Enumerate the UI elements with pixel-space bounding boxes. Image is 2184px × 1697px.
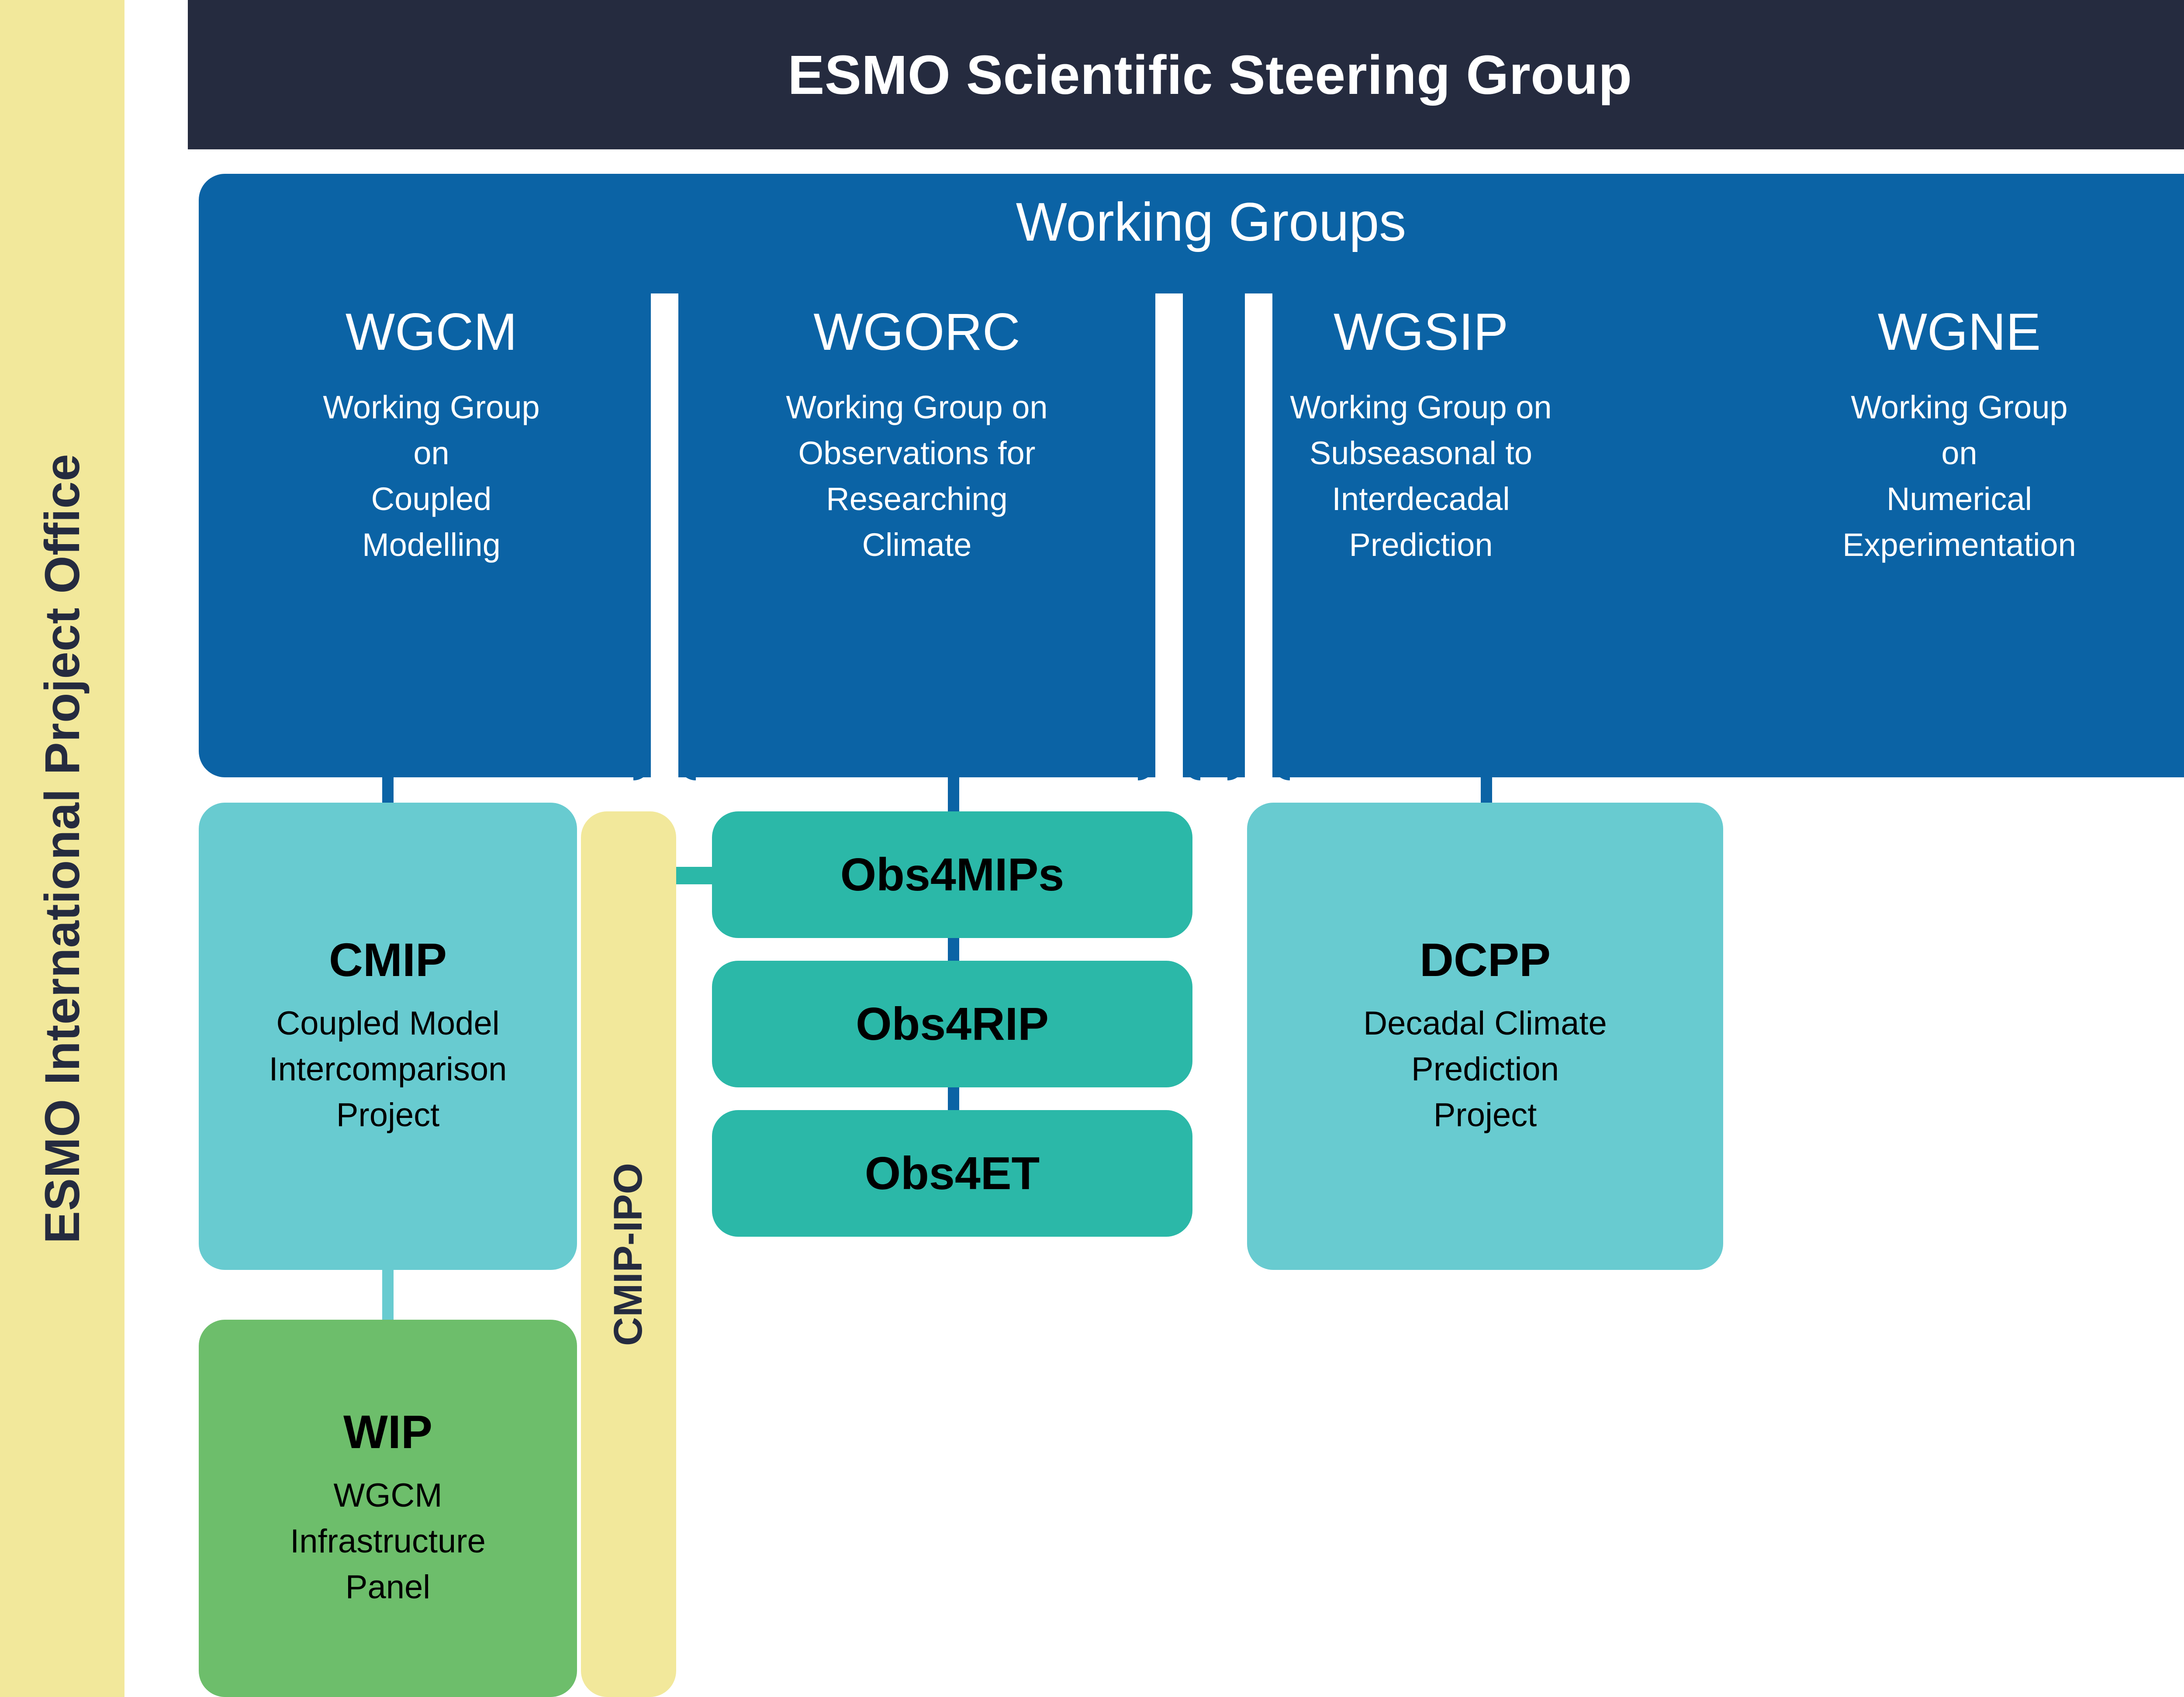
cmip-ipo-column[interactable]: CMIP-IPO [581, 811, 676, 1697]
wg-separator-1 [633, 293, 696, 780]
wg-separator-3 [1227, 293, 1290, 780]
wgsip-acronym: WGSIP [1333, 303, 1509, 361]
obs4rip-title: Obs4RIP [856, 998, 1049, 1050]
connector-cmipipo-to-obs4mips [673, 867, 716, 884]
project-box-obs4mips[interactable]: Obs4MIPs [712, 811, 1192, 938]
wgorc-acronym: WGORC [813, 303, 1020, 361]
obs4mips-title: Obs4MIPs [840, 848, 1064, 900]
wip-title: WIP [343, 1405, 432, 1459]
connector-obs4mips-to-obs4rip [948, 938, 959, 965]
dcpp-title: DCPP [1419, 933, 1551, 986]
wg-separator-2 [1138, 293, 1200, 780]
connector-wgorc-to-obs4mips [948, 773, 959, 817]
cmip-title: CMIP [329, 933, 447, 986]
connector-wgcm-to-cmip [382, 773, 394, 808]
project-box-obs4et[interactable]: Obs4ET [712, 1110, 1192, 1237]
connector-obs4rip-to-obs4et [948, 1087, 959, 1114]
cmip-ipo-label: CMIP-IPO [606, 1162, 651, 1346]
working-groups-title: Working Groups [1016, 192, 1406, 252]
connector-cmip-to-wip [382, 1266, 394, 1324]
wgcm-acronym: WGCM [345, 303, 518, 361]
esmo-ipo-sidebar: ESMO International Project Office [0, 0, 124, 1697]
esmo-ipo-sidebar-label: ESMO International Project Office [35, 453, 90, 1244]
steering-group-header: ESMO Scientific Steering Group [188, 0, 2184, 149]
wgne-acronym: WGNE [1877, 303, 2041, 361]
steering-group-title: ESMO Scientific Steering Group [788, 44, 1632, 106]
project-box-obs4rip[interactable]: Obs4RIP [712, 961, 1192, 1087]
obs4et-title: Obs4ET [864, 1147, 1040, 1199]
connector-wgsip-to-dcpp [1481, 773, 1492, 808]
